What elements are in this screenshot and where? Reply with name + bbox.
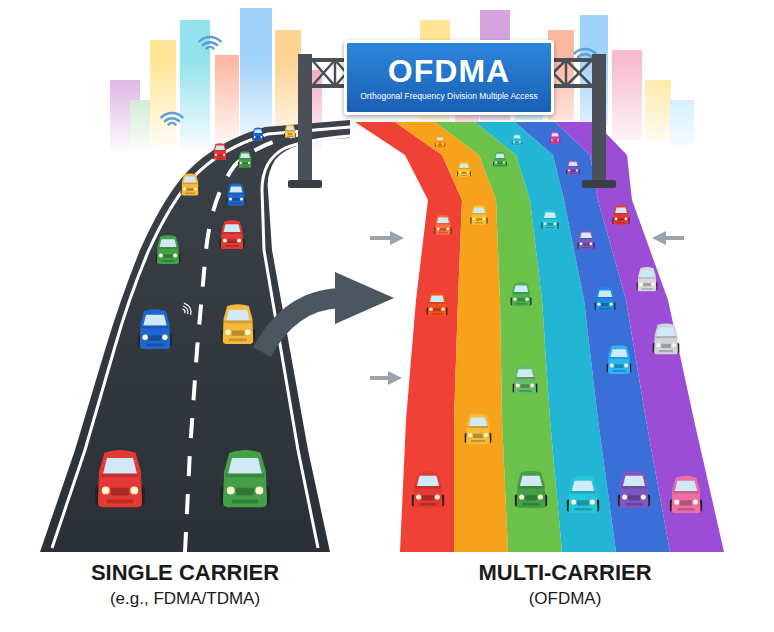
ofdma-cars-part [434,215,451,235]
ofdma-cars-part [493,152,506,167]
ofdma-cars-part [457,162,470,177]
sign-gantry [288,54,616,188]
car-signal [181,302,193,316]
single-carrier-road-part [40,120,350,552]
single-carrier-cars-part [238,151,252,168]
sign-gantry-part [288,180,322,188]
single-carrier-cars-part [220,220,245,249]
multi-carrier-lanes-part [355,122,462,552]
road-subcaption: (e.g., FDMA/TDMA) [110,589,260,609]
multi-carrier-lanes [355,122,724,552]
single-carrier-cars-part [181,174,200,196]
ofdma-cars-part [607,345,632,374]
sign-subtitle: Orthogonal Frequency Division Multiple A… [360,92,538,101]
ofdma-cars-part [595,287,616,311]
single-carrier-cars-part [213,143,227,160]
side-arrows-part [390,231,404,245]
wifi-signs [161,37,595,124]
side-arrows-part [370,236,392,240]
single-carrier-cars-part [95,450,144,507]
single-carrier-cars-part [227,184,246,206]
road-sign: OFDMA Orthogonal Frequency Division Multi… [344,40,554,115]
side-arrows-part [388,371,402,385]
single-carrier-road-part [52,127,350,548]
single-carrier-road [40,120,350,552]
single-carrier-cars-part [284,125,295,138]
side-arrows-part [664,236,684,240]
ofdma-cars-part [470,205,487,225]
ofdma-cars-part [513,365,538,394]
ofdma-cars-part [512,134,522,146]
road-caption: SINGLE CARRIER [91,560,279,585]
sign-gantry-part [298,54,312,184]
ofdma-cars-part [550,132,560,144]
ofdma-cars-part [637,267,658,291]
road-subcaption: (OFDMA) [529,589,602,609]
sign-title: OFDMA [388,54,510,89]
single-carrier-road-part [185,130,320,552]
ofdma-cars-part [541,210,558,230]
wifi-signs-part [161,113,182,124]
ofdma-cars-part [427,292,448,316]
ofdma-cars-part [567,476,599,513]
road-caption: MULTI-CARRIER [478,560,651,585]
single-carrier-cars-part [138,309,172,349]
side-arrows-part [370,376,390,380]
sign-gantry-part [565,60,568,86]
single-carrier-road-part [262,136,350,548]
wifi-signs-part [199,37,220,48]
ofdma-cars-part [653,323,680,354]
side-arrows-part [652,231,666,245]
single-carrier-cars-part [221,304,255,344]
transition-arrow-part [335,272,394,324]
car-signal-part [181,302,193,316]
ofdma-cars-part [618,471,650,508]
ofdma-cars-part [435,136,445,148]
ofdma-cars-part [511,282,532,306]
ofdma-cars [412,132,702,514]
transition-arrow-part [262,298,340,352]
ofdma-cars-part [577,230,594,250]
transition-arrow [262,272,394,352]
ofdma-cars-part [412,471,444,508]
single-carrier-cars-part [156,235,181,264]
ofdma-cars-part [515,471,547,508]
sign-gantry-part [334,60,337,86]
ofdma-cars-part [612,205,629,225]
ofdma-cars-part [670,476,702,513]
ofdma-cars-part [465,413,492,444]
single-carrier-cars-part [252,128,263,141]
multi-carrier-lanes-part [555,122,724,552]
ofdma-cars-part [566,160,579,175]
side-arrows [370,231,684,385]
sign-gantry-part [592,54,606,184]
single-carrier-cars [95,125,295,508]
single-carrier-cars-part [220,450,269,507]
sign-gantry-part [582,180,616,188]
